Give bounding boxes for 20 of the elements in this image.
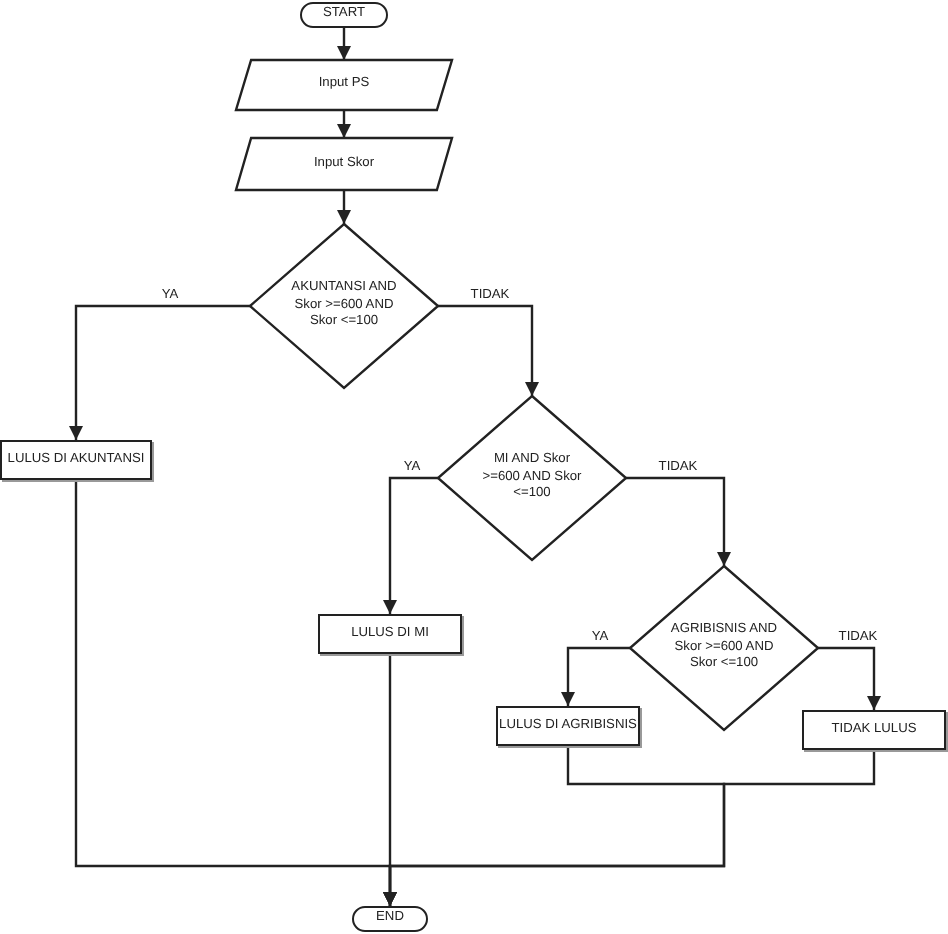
decision-diamond bbox=[250, 224, 438, 388]
process-box bbox=[0, 440, 152, 480]
input-parallelogram bbox=[236, 60, 452, 110]
input-parallelogram bbox=[236, 138, 452, 190]
connector-arrow bbox=[438, 304, 539, 396]
connector-arrow bbox=[337, 28, 351, 60]
connector-arrow bbox=[383, 750, 876, 906]
decision-diamond bbox=[438, 396, 626, 560]
connector-arrow bbox=[383, 476, 438, 614]
process-box bbox=[496, 706, 640, 746]
connector-arrow bbox=[69, 304, 250, 440]
connector-arrow bbox=[818, 646, 881, 710]
terminal-shape bbox=[300, 2, 388, 28]
connector-arrow bbox=[337, 190, 351, 224]
process-box bbox=[318, 614, 462, 654]
process-box bbox=[802, 710, 946, 750]
terminal-shape bbox=[352, 906, 428, 932]
connector-arrow bbox=[561, 646, 630, 706]
connector-arrow bbox=[337, 110, 351, 138]
connector-arrow bbox=[626, 476, 731, 566]
